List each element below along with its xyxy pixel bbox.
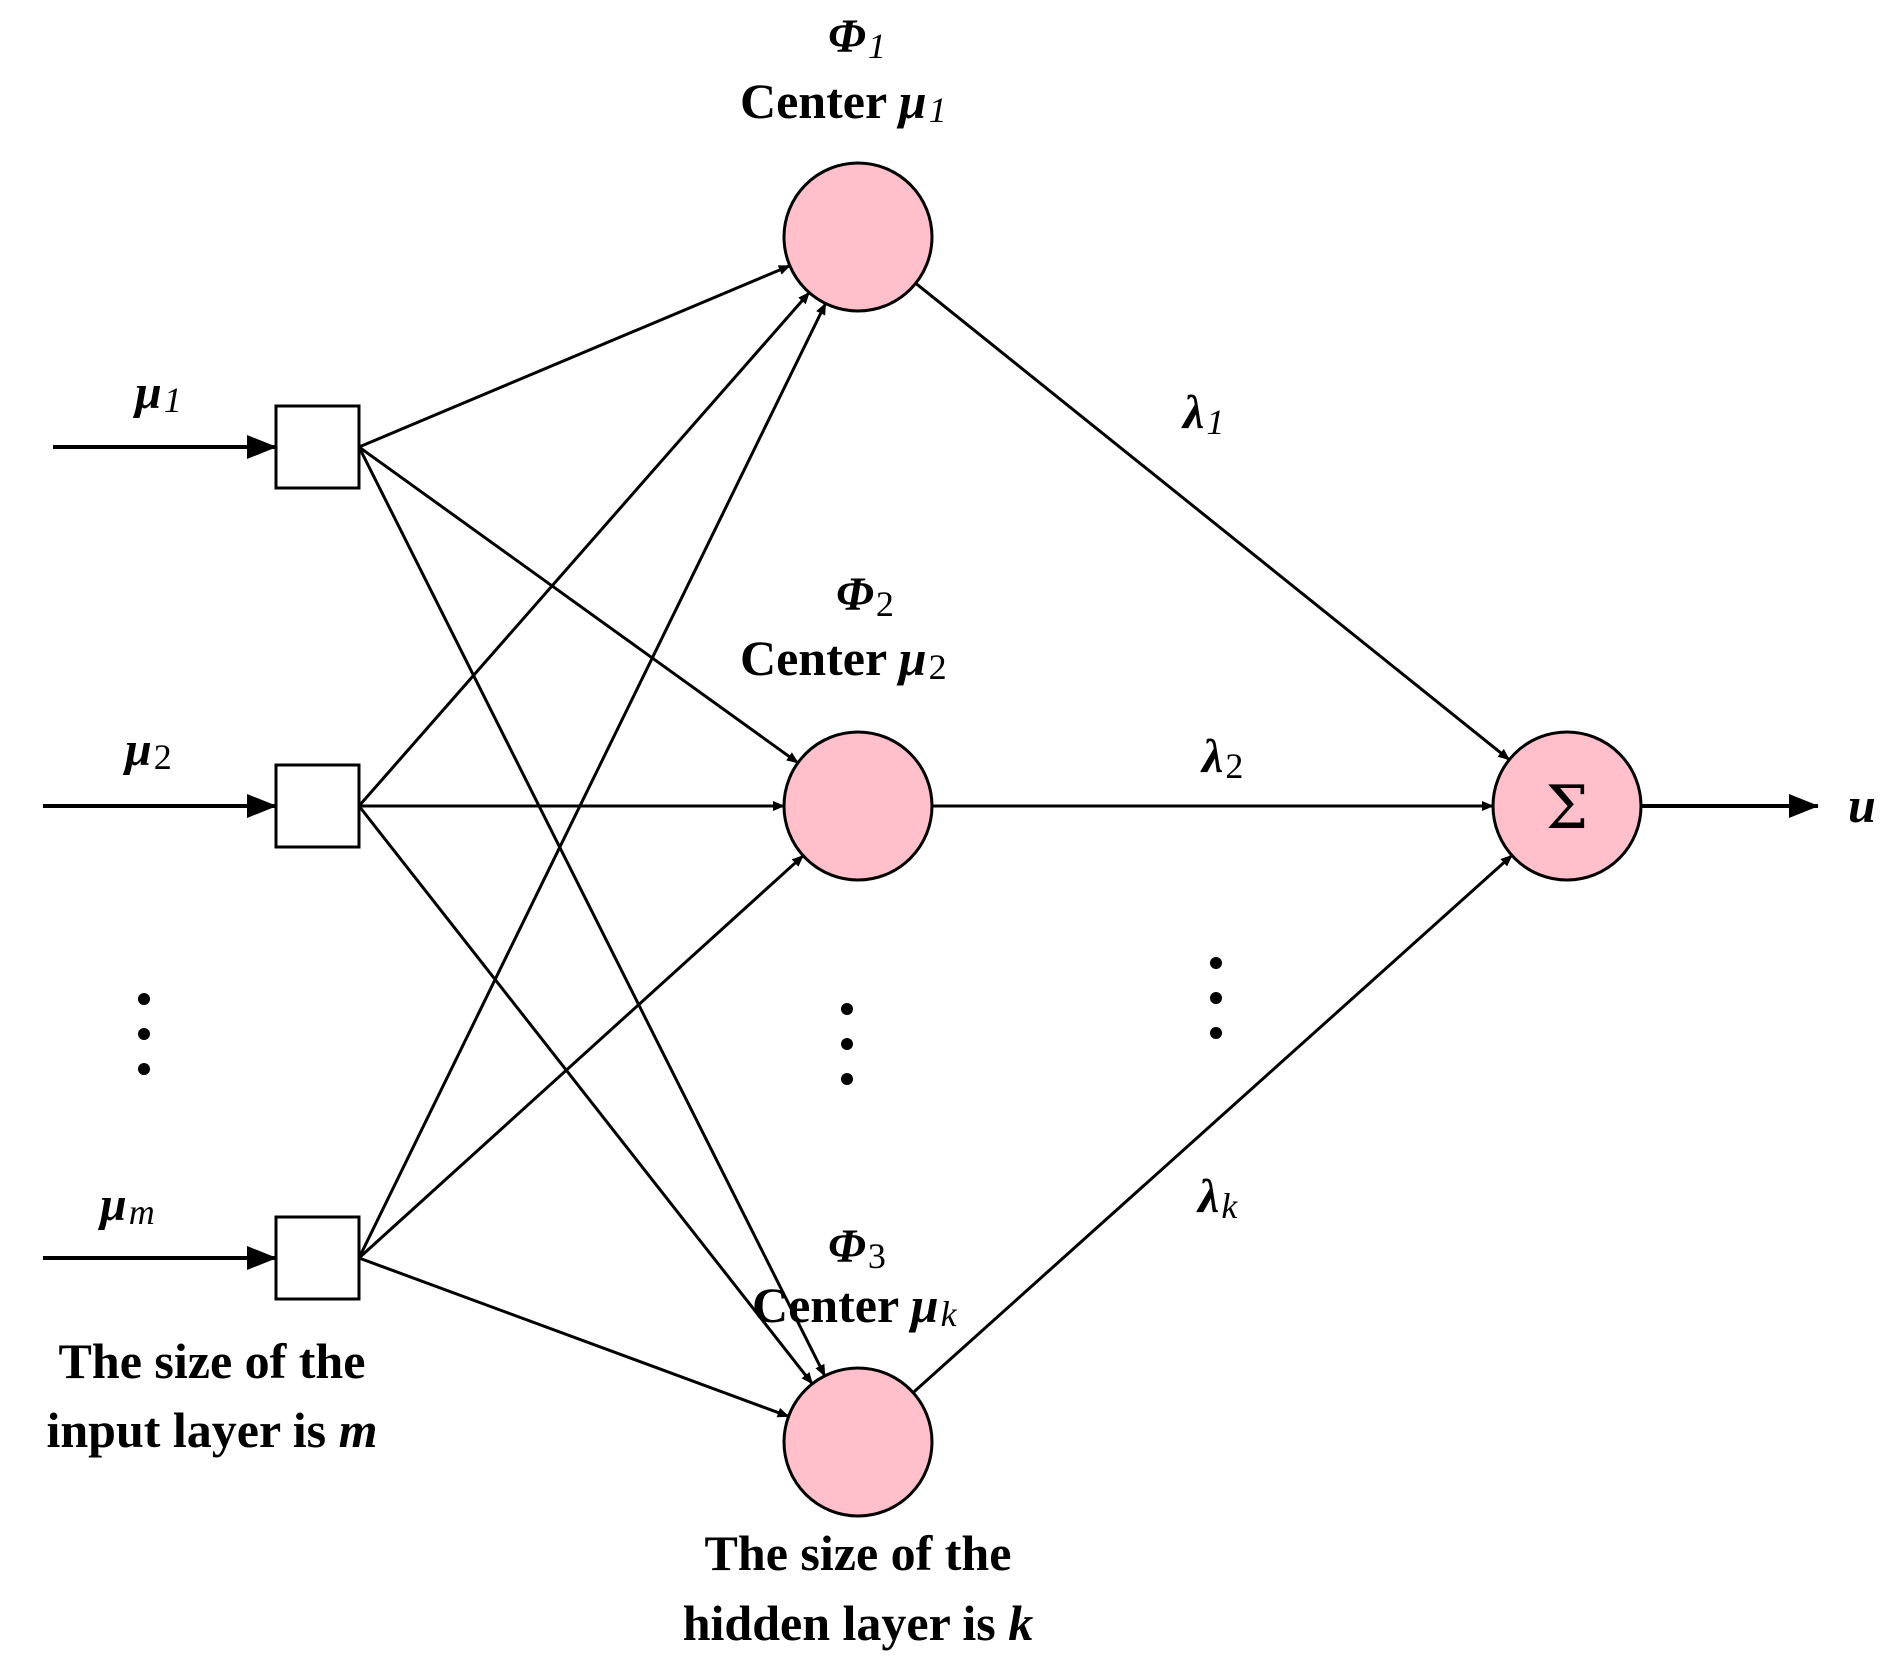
input-ellipsis <box>138 993 150 1075</box>
edge-inm-to-h1 <box>357 302 827 1259</box>
input-label-2: μ2 <box>122 723 172 777</box>
edge-in1-to-h1 <box>358 264 791 449</box>
output-label: u <box>1848 777 1876 833</box>
hidden-center-label-1: Center μ1 <box>740 73 947 130</box>
weight-label-k: λk <box>1196 1170 1238 1226</box>
edge-h1-to-out <box>914 282 1511 761</box>
edge-inm-to-h3 <box>358 1256 790 1418</box>
hidden-layer-caption-line2: hidden layer is k <box>683 1595 1034 1651</box>
input-layer-caption-line2: input layer is m <box>46 1402 377 1458</box>
hidden-node-1 <box>782 161 934 313</box>
edge-in2-to-h3 <box>357 805 814 1385</box>
input-layer-caption-line1: The size of the <box>59 1333 366 1389</box>
input-node-1 <box>274 404 361 490</box>
input-arrows <box>43 435 277 1270</box>
edge-inm-to-h2 <box>357 854 805 1260</box>
hidden-center-label-2: Center μ2 <box>740 630 947 687</box>
hidden-node-3 <box>782 1366 934 1518</box>
hidden-ellipsis <box>841 1003 853 1085</box>
hidden-layer <box>782 161 934 1518</box>
hidden-phi-label-2: Φ2 <box>836 568 894 624</box>
hidden-center-label-3: Center μk <box>752 1277 958 1334</box>
hidden-layer-caption-line1: The size of the <box>705 1525 1012 1581</box>
sigma-symbol: Σ <box>1546 773 1588 843</box>
input-node-m <box>274 1215 361 1301</box>
weight-label-2: λ2 <box>1200 730 1243 786</box>
weights-ellipsis <box>1210 957 1222 1039</box>
edge-in1-to-h3 <box>357 446 827 1377</box>
weight-label-1: λ1 <box>1181 386 1224 442</box>
edge-in2-to-h1 <box>357 291 811 807</box>
edge-h3-to-out <box>912 854 1513 1394</box>
hidden-phi-label-1: Φ1 <box>828 10 886 66</box>
connection-edges <box>357 264 1513 1418</box>
input-label-1: μ1 <box>132 366 182 420</box>
input-label-m: μm <box>97 1178 155 1232</box>
input-node-2 <box>274 763 361 849</box>
input-layer <box>274 404 361 1301</box>
edge-in1-to-h2 <box>358 445 799 765</box>
hidden-node-2 <box>782 730 934 882</box>
hidden-phi-label-3: Φ3 <box>828 1220 886 1276</box>
